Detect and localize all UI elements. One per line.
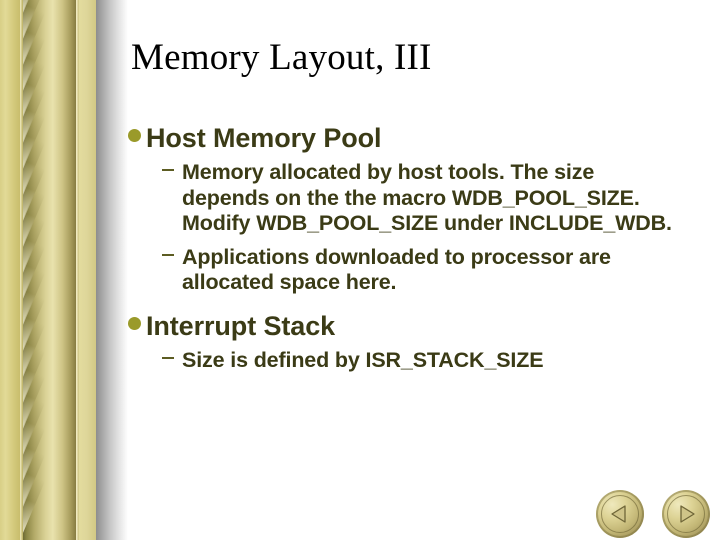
border-seam-left xyxy=(20,0,23,540)
triangle-right-icon xyxy=(680,505,695,523)
sub-bullet-text: Size is defined by ISR_STACK_SIZE xyxy=(182,347,544,372)
sub-bullet-text: Memory allocated by host tools. The size… xyxy=(182,160,672,235)
left-decorative-border xyxy=(0,0,128,540)
bullet-host-memory-pool: Host Memory Pool xyxy=(128,122,706,154)
border-outer-strip xyxy=(0,0,20,540)
border-seam-right xyxy=(76,0,79,540)
button-ring xyxy=(601,495,639,533)
bullet-text: Interrupt Stack xyxy=(146,310,336,341)
triangle-left-icon xyxy=(611,505,626,523)
filled-circle-bullet-icon xyxy=(128,310,146,330)
border-rope-column xyxy=(23,0,76,540)
border-drop-shadow xyxy=(96,0,128,540)
dash-bullet-icon xyxy=(162,245,182,256)
sub-bullet-applications-downloaded: Applications downloaded to processor are… xyxy=(162,245,706,296)
previous-slide-button[interactable] xyxy=(596,490,644,538)
slide-navigation xyxy=(596,490,710,538)
filled-circle-bullet-icon xyxy=(128,122,146,142)
sub-bullet-text: Applications downloaded to processor are… xyxy=(182,244,611,295)
border-inner-strip xyxy=(79,0,96,540)
sub-bullet-isr-stack-size: Size is defined by ISR_STACK_SIZE xyxy=(162,348,706,374)
slide-body: Host Memory Pool Memory allocated by hos… xyxy=(128,120,706,373)
dash-bullet-icon xyxy=(162,160,182,171)
sub-bullet-wdb-pool-size: Memory allocated by host tools. The size… xyxy=(162,160,706,237)
slide-title: Memory Layout, III xyxy=(131,37,432,78)
bullet-text: Host Memory Pool xyxy=(146,123,382,153)
next-slide-button[interactable] xyxy=(662,490,710,538)
dash-bullet-icon xyxy=(162,348,182,359)
bullet-interrupt-stack: Interrupt Stack xyxy=(128,310,706,342)
button-ring xyxy=(667,495,705,533)
